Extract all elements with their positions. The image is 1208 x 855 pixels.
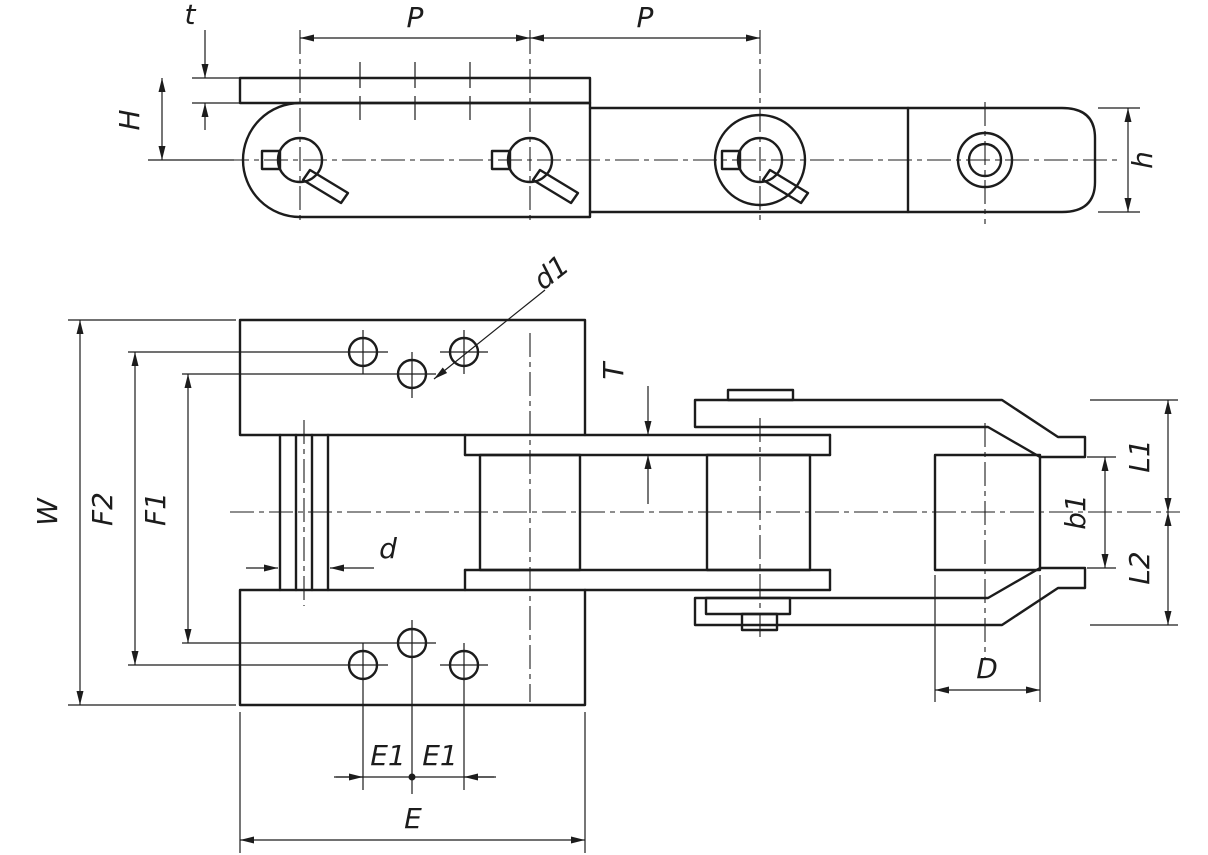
dim-label-E1-left: E1 bbox=[370, 739, 406, 772]
dim-label-H: H bbox=[113, 109, 146, 130]
attachment-flange-top-plan bbox=[238, 318, 587, 437]
pin-circle-2 bbox=[506, 136, 554, 184]
end-pin-outer-circle bbox=[956, 131, 1014, 189]
roller-circle bbox=[713, 113, 807, 207]
cotter-pin-2 bbox=[531, 168, 580, 205]
end-pin-inner-circle bbox=[967, 142, 1003, 178]
roller-plan-3 bbox=[933, 453, 1042, 572]
dimension-E1-center-dot bbox=[408, 773, 416, 781]
pin-circle-3 bbox=[736, 136, 784, 184]
cranked-plate-bottom-plan bbox=[693, 566, 1087, 627]
pin-head-1 bbox=[260, 149, 282, 171]
dimension-d1-leader bbox=[433, 289, 546, 380]
dim-label-P1: P bbox=[407, 1, 424, 34]
cranked-plate-top-plan bbox=[693, 398, 1087, 459]
dim-label-T: T bbox=[597, 361, 630, 380]
attachment-lug-bottom-outer bbox=[704, 596, 792, 616]
dim-label-d: d bbox=[379, 532, 397, 565]
dim-label-E1-right: E1 bbox=[422, 739, 458, 772]
attachment-lug-bottom-inner bbox=[740, 612, 779, 632]
dim-label-F1: F1 bbox=[139, 492, 172, 526]
side-view-outlines bbox=[238, 76, 1097, 219]
plan-view: W F2 F1 d E1 E1 E T d1 bbox=[31, 249, 1180, 853]
dim-label-E: E bbox=[404, 802, 422, 835]
dim-label-F2: F2 bbox=[86, 492, 119, 526]
dim-label-D: D bbox=[976, 652, 998, 685]
cotter-pin-1 bbox=[301, 168, 350, 205]
pin-head-3 bbox=[720, 149, 742, 171]
side-view: P P t H h bbox=[113, 0, 1159, 224]
dim-label-W: W bbox=[31, 497, 64, 526]
plan-view-extension-lines bbox=[68, 319, 1178, 853]
dim-label-L2: L2 bbox=[1123, 551, 1156, 584]
dim-label-d1: d1 bbox=[527, 249, 575, 297]
attachment-lug-top bbox=[726, 388, 795, 402]
inner-link-plate-side bbox=[588, 106, 1097, 214]
plan-view-dimensions: W F2 F1 d E1 E1 E T d1 bbox=[31, 249, 1172, 844]
dim-label-t: t bbox=[185, 0, 197, 31]
cotter-pin-3 bbox=[761, 168, 810, 205]
dim-label-b1: b1 bbox=[1059, 494, 1092, 530]
side-view-centerlines bbox=[225, 30, 1118, 224]
roller-plan-1 bbox=[478, 453, 582, 572]
outer-link-plate-side bbox=[241, 101, 592, 219]
side-view-dimensions: P P t H h bbox=[113, 0, 1159, 213]
pin-circle-1 bbox=[276, 136, 324, 184]
plan-view-centerlines bbox=[230, 333, 1180, 702]
roller-plan-2 bbox=[705, 453, 812, 572]
dim-label-P2: P bbox=[637, 1, 654, 34]
dim-label-h: h bbox=[1126, 151, 1159, 169]
flange-hole-ticks bbox=[359, 62, 471, 120]
pin-head-2 bbox=[490, 149, 512, 171]
dim-label-L1: L1 bbox=[1123, 439, 1156, 472]
